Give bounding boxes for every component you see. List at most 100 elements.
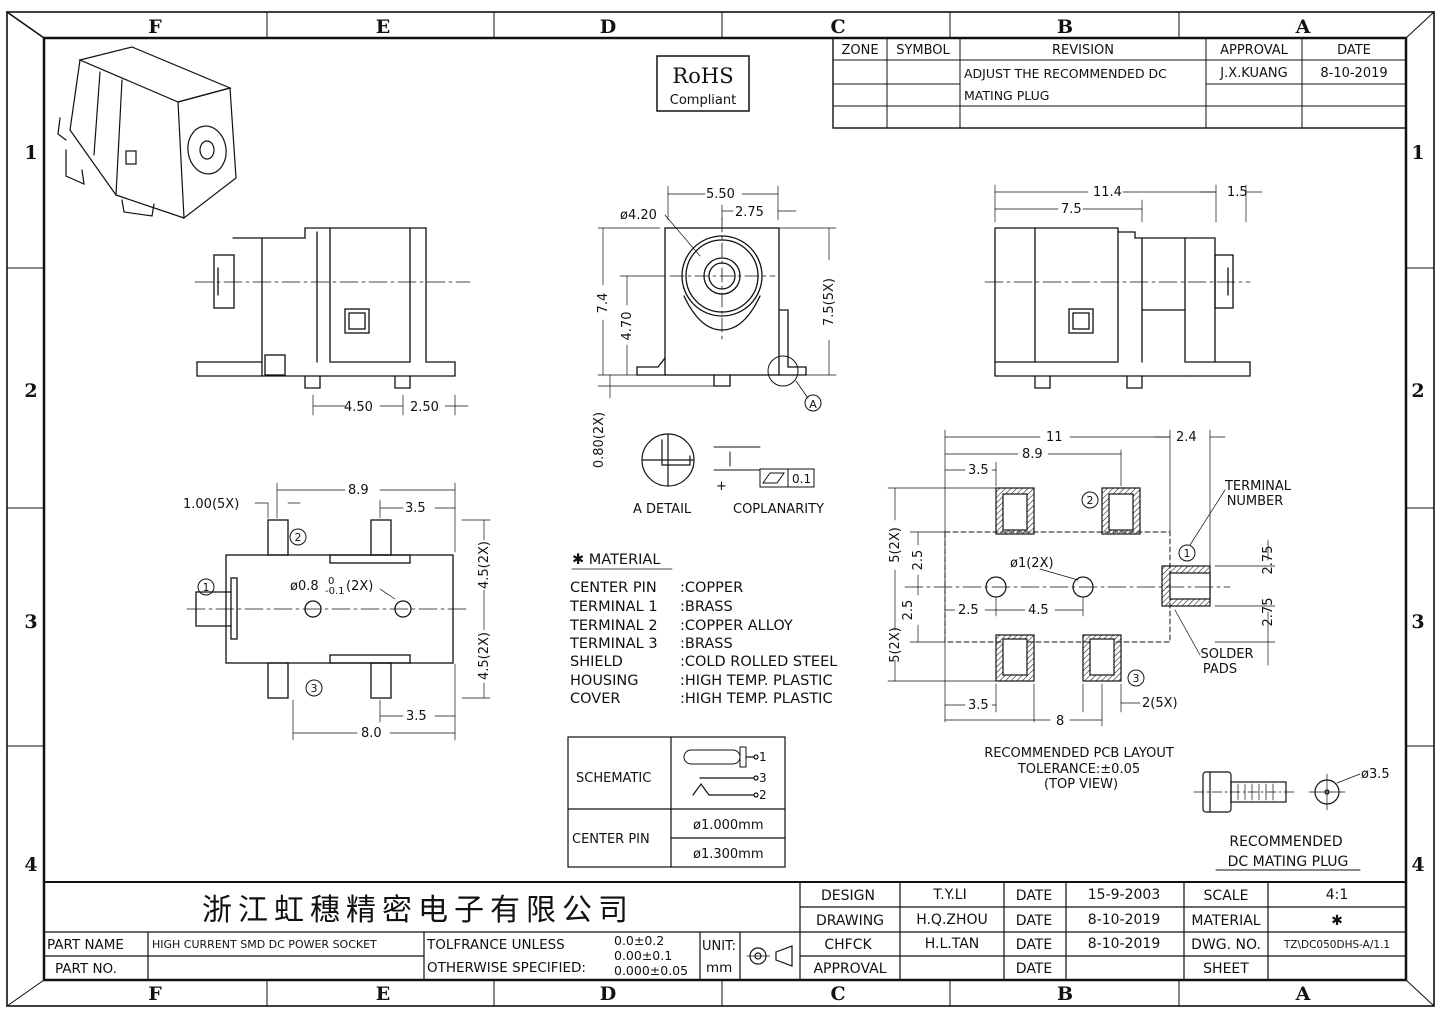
tolerance-line1: TOLFRANCE UNLESS (426, 937, 565, 953)
scale-value: 4:1 (1326, 887, 1349, 903)
design-label: DESIGN (821, 888, 875, 904)
rohs-subtitle: Compliant (670, 93, 736, 108)
bot-pin-1: 1 (203, 581, 210, 594)
dim-pcb-2-5-b: 2.5 (901, 600, 916, 621)
dim-front-5-50: 5.50 (706, 187, 735, 202)
dim-front-7-5x: 7.5(5X) (822, 278, 837, 326)
material-name-6: COVER (570, 691, 620, 707)
pcb-pin-2: 2 (1087, 494, 1094, 507)
drawing-label: DRAWING (816, 913, 884, 929)
material-value-1: :BRASS (680, 599, 733, 615)
dim-pcb-5-2x-bot: 5(2X) (888, 627, 903, 663)
sheet-label: SHEET (1203, 961, 1249, 977)
dim-bot-3-5-bot: 3.5 (406, 709, 427, 724)
material-value-4: :COLD ROLLED STEEL (680, 654, 837, 670)
schematic-pin-2: 2 (759, 788, 767, 802)
coplanarity-value: 0.1 (792, 472, 811, 486)
material-name-5: HOUSING (570, 673, 639, 689)
side-view (194, 227, 471, 416)
rev-header-symbol: SYMBOL (896, 43, 950, 58)
isometric-view (57, 46, 237, 220)
rev-header-revision: REVISION (1052, 43, 1114, 58)
plug-label-line1: RECOMMENDED (1229, 834, 1342, 850)
dwg-label: DWG. NO. (1191, 937, 1261, 953)
design-name: T.Y.LI (932, 887, 966, 903)
material-name-2: TERMINAL 2 (569, 618, 658, 634)
dim-bot-1-00: 1.00(5X) (183, 497, 239, 512)
bottom-view-dims: 8.9 3.5 1.00(5X) ø0.8 0 -0.1 (2X) 4.5(2X… (183, 483, 492, 741)
frame-labels: F E D C B A F E D C B A 1 2 3 4 1 2 3 4 (24, 16, 1424, 1005)
dim-bot-hole-tol-top: 0 (328, 576, 334, 587)
dim-side-4-50: 4.50 (344, 400, 373, 415)
dim-bot-4-5-top: 4.5(2X) (477, 541, 492, 589)
part-name-value: HIGH CURRENT SMD DC POWER SOCKET (152, 938, 377, 951)
col-label-f-bottom: F (148, 983, 162, 1005)
solder-pads-line2: PADS (1203, 662, 1237, 677)
material-list: ✱ MATERIAL CENTER PIN :COPPER TERMINAL 1… (569, 552, 837, 707)
material-value: ✱ (1331, 913, 1343, 929)
scale-label: SCALE (1204, 888, 1249, 904)
row-label-4-right: 4 (1411, 854, 1424, 876)
material-name-3: TERMINAL 3 (569, 636, 658, 652)
dim-pcb-2-75-b: 2.75 (1261, 598, 1276, 627)
side-view-dims: 4.50 2.50 (344, 400, 439, 415)
dim-pcb-2-5-h: 2.5 (958, 603, 979, 618)
row-label-1-right: 1 (1411, 142, 1424, 164)
material-name-4: SHIELD (570, 654, 623, 670)
bottom-view (186, 482, 491, 741)
col-label-b-bottom: B (1057, 983, 1073, 1005)
row-label-3: 3 (24, 611, 37, 633)
coplanarity-symbol (713, 446, 815, 488)
solder-pads-line1: SOLDER (1201, 647, 1254, 662)
col-label-e: E (376, 16, 390, 38)
dim-pcb-2-4: 2.4 (1176, 430, 1197, 445)
dim-front-2-75: 2.75 (735, 205, 764, 220)
unit-label: UNIT: (702, 939, 736, 954)
center-pin-a: ø1.000mm (693, 818, 764, 833)
drawing-date-label: DATE (1016, 913, 1052, 929)
dim-front-0-80: 0.80(2X) (592, 412, 607, 468)
dim-front-7-4: 7.4 (596, 293, 611, 314)
row-label-4: 4 (24, 854, 37, 876)
dwg-value: TZ\DC050DHS-A/1.1 (1283, 939, 1390, 951)
design-date: 15-9-2003 (1088, 887, 1160, 903)
row-label-2: 2 (24, 380, 37, 402)
rev-header-date: DATE (1337, 43, 1371, 58)
material-label: MATERIAL (1191, 913, 1260, 929)
material-value-0: :COPPER (680, 580, 743, 596)
row-label-3-right: 3 (1411, 611, 1424, 633)
rev-text-line1: ADJUST THE RECOMMENDED DC (964, 66, 1167, 81)
approval-label: APPROVAL (813, 961, 886, 977)
dim-bot-3-5-top: 3.5 (405, 501, 426, 516)
dim-bot-4-5-bot: 4.5(2X) (477, 632, 492, 680)
a-detail-label: A DETAIL (633, 502, 692, 517)
dim-bot-hole: ø0.8 (290, 579, 319, 594)
detail-texts: A DETAIL COPLANARITY 0.1 + (633, 472, 824, 517)
schematic-pin-3: 3 (759, 771, 767, 785)
part-no-label: PART NO. (55, 961, 117, 977)
tolerance-v2: 0.00±0.1 (614, 948, 672, 963)
dim-pcb-8: 8 (1056, 714, 1064, 729)
row-label-2-right: 2 (1411, 380, 1424, 402)
material-value-5: :HIGH TEMP. PLASTIC (680, 673, 833, 689)
dim-front-4-70: 4.70 (620, 312, 635, 341)
dc-mating-plug (1193, 771, 1361, 813)
title-block: 浙江虹穗精密电子有限公司 PART NAME HIGH CURRENT SMD … (43, 881, 1407, 981)
pcb-pin-3: 3 (1133, 672, 1140, 685)
dim-pcb-dia1: ø1(2X) (1010, 556, 1054, 571)
right-view-dims: 11.4 7.5 1.5 (1061, 185, 1248, 217)
tolerance-line2: OTHERWISE SPECIFIED: (427, 960, 586, 976)
col-label-c-bottom: C (830, 983, 845, 1005)
dim-pcb-2-75-a: 2.75 (1261, 546, 1276, 575)
tolerance-v1: 0.0±0.2 (614, 933, 664, 948)
approval-date-label: DATE (1016, 961, 1052, 977)
check-date: 8-10-2019 (1088, 936, 1160, 952)
dim-bot-8-9: 8.9 (348, 483, 369, 498)
dim-bot-hole-count: (2X) (346, 579, 373, 594)
dim-pcb-3-5-bot: 3.5 (968, 698, 989, 713)
material-name-0: CENTER PIN (570, 580, 657, 596)
material-value-6: :HIGH TEMP. PLASTIC (680, 691, 833, 707)
dim-front-dia-4-20: ø4.20 (620, 208, 657, 223)
rev-header-zone: ZONE (841, 43, 878, 58)
